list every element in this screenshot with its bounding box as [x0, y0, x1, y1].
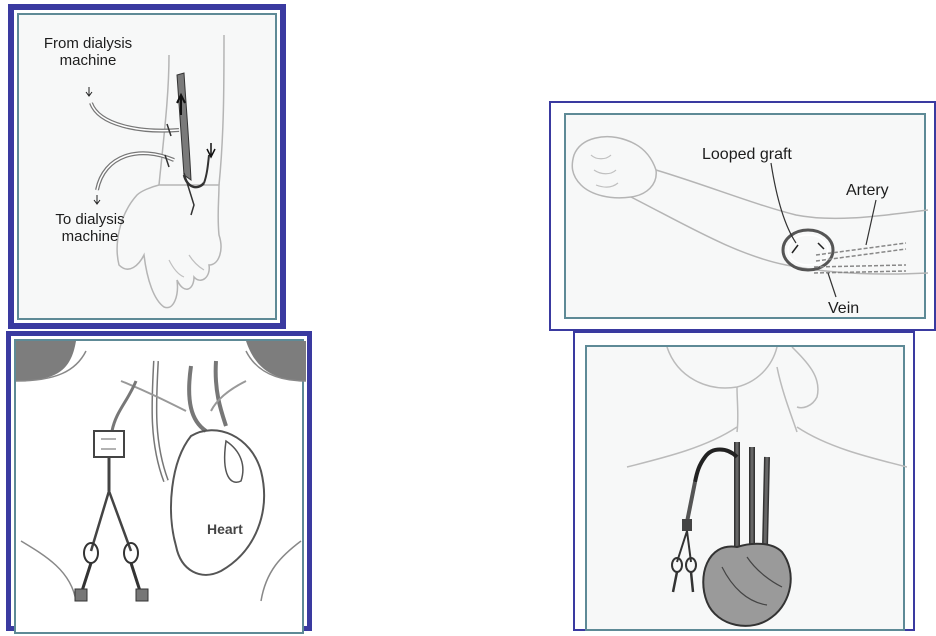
- chest-catheter-panel: Heart: [6, 331, 312, 631]
- chest-illustration: [16, 341, 306, 636]
- neck-illustration: [587, 347, 907, 633]
- from-machine-label: From dialysis machine: [33, 35, 143, 69]
- heart-label: Heart: [207, 521, 243, 538]
- looped-graft-label: Looped graft: [702, 146, 792, 163]
- vein-label: Vein: [828, 300, 859, 317]
- forearm-fistula-panel: From dialysis machine To dialysis machin…: [8, 4, 286, 329]
- artery-label: Artery: [846, 182, 889, 199]
- to-machine-label: To dialysis machine: [35, 211, 145, 245]
- arm-graft-panel: Looped graft Artery Vein: [549, 101, 936, 331]
- forearm-fistula-inner: From dialysis machine To dialysis machin…: [17, 13, 277, 320]
- neck-catheter-panel: [573, 331, 915, 631]
- neck-catheter-inner: [585, 345, 905, 631]
- arm-graft-inner: Looped graft Artery Vein: [564, 113, 926, 319]
- chest-catheter-inner: Heart: [14, 339, 304, 634]
